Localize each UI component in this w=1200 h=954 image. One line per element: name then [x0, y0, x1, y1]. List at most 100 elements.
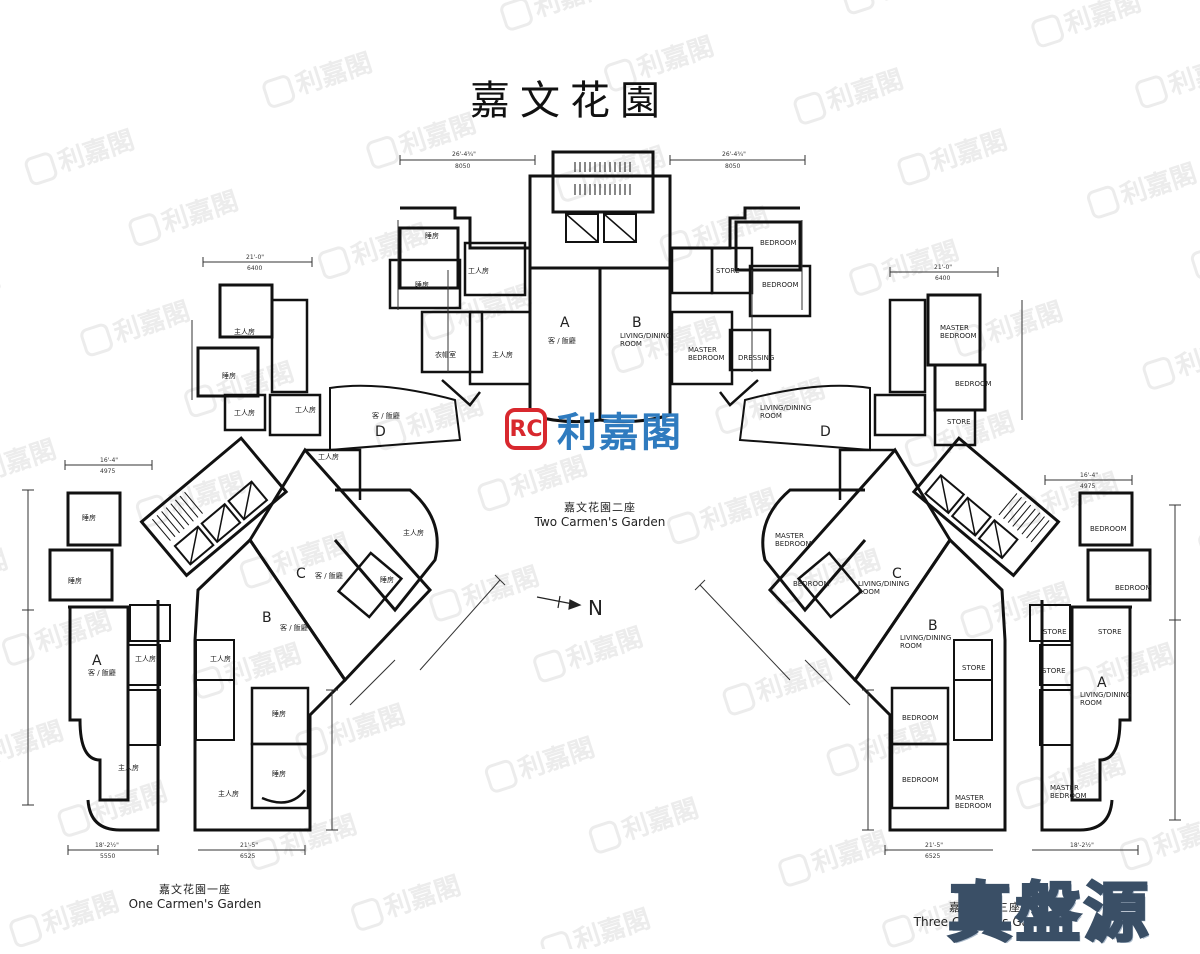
caption-zh: 嘉文花園一座	[159, 883, 231, 896]
dim-t2-right-ft: 26'-4¾"	[722, 151, 746, 158]
dim-t3-a-ft: 16'-4"	[1080, 472, 1098, 479]
brand-name: 利嘉閣	[557, 409, 683, 456]
room-label: MASTER	[775, 532, 804, 540]
room-label: 睡房	[222, 371, 236, 380]
north-label: N	[588, 596, 603, 620]
room-label: ROOM	[620, 340, 642, 348]
room-label: 睡房	[272, 709, 286, 718]
room-label: 客 / 飯廳	[88, 668, 116, 677]
caption-zh: 嘉文花園三座	[949, 901, 1021, 914]
authenticity-stamp: 真盤源	[947, 876, 1152, 953]
room-label: STORE	[716, 267, 740, 275]
room-label: 主人房	[118, 763, 139, 772]
room-label: 客 / 飯廳	[280, 623, 308, 632]
room-label: LIVING/DINING	[1080, 691, 1131, 699]
dim-t2-right-mm: 8050	[725, 163, 740, 170]
dim-t3-bl-mm: 6525	[925, 853, 940, 860]
room-label: 客 / 飯廳	[548, 336, 576, 345]
tower-two-core	[388, 150, 812, 424]
north-arrow-icon	[536, 595, 582, 610]
room-label: ROOM	[1080, 699, 1102, 707]
room-label: LIVING/DINING	[858, 580, 909, 588]
dim-t1-br-mm: 6525	[240, 853, 255, 860]
room-label: BEDROOM	[775, 540, 812, 548]
unit-label-t2-a: A	[560, 315, 570, 331]
room-label: 工人房	[210, 654, 231, 663]
tower-one-upper	[196, 283, 322, 437]
room-label: STORE	[947, 418, 971, 426]
dim-t1-top-ft: 21'-0"	[246, 254, 264, 261]
dim-t2-left-mm: 8050	[455, 163, 470, 170]
room-label: 睡房	[68, 576, 82, 585]
room-label: BEDROOM	[955, 802, 992, 810]
room-label: BEDROOM	[1050, 792, 1087, 800]
brand-badge-icon: RC	[505, 408, 547, 450]
unit-label-t2-b: B	[632, 315, 642, 331]
room-label: DRESSING	[738, 354, 774, 362]
dim-t1-a-ft: 16'-4"	[100, 457, 118, 464]
brand-logo: RC 利嘉閣	[505, 400, 683, 458]
dim-t1-top-mm: 6400	[247, 265, 262, 272]
dim-t2-left-ft: 26'-4¾"	[452, 151, 476, 158]
room-label: 睡房	[415, 280, 429, 289]
room-label: 睡房	[380, 575, 394, 584]
room-label: LIVING/DINING	[620, 332, 671, 340]
room-label: BEDROOM	[760, 239, 797, 247]
dim-t3-bl-ft: 21'-5"	[925, 842, 943, 849]
dim-t3-br-ft: 18'-2½"	[1070, 842, 1094, 849]
unit-label-t3-a: A	[1097, 675, 1107, 691]
room-label: STORE	[1042, 667, 1066, 675]
unit-label-t3-b: B	[928, 618, 938, 634]
room-label: STORE	[1098, 628, 1122, 636]
room-label: 主人房	[218, 789, 239, 798]
room-label: BEDROOM	[688, 354, 725, 362]
room-label: 主人房	[403, 528, 424, 537]
dim-t3-a-mm: 4975	[1080, 483, 1095, 490]
room-label: 睡房	[272, 769, 286, 778]
unit-label-t1-d: D	[375, 424, 386, 440]
page-title: 嘉文花園	[470, 78, 670, 124]
room-label: MASTER	[1050, 784, 1079, 792]
room-label: 客 / 飯廳	[372, 411, 400, 420]
tower-one-caption: 嘉文花園一座 One Carmen's Garden	[115, 882, 275, 912]
unit-label-t1-c: C	[296, 566, 306, 582]
room-label: STORE	[962, 664, 986, 672]
stair-icon	[574, 162, 631, 195]
room-label: STORE	[1043, 628, 1067, 636]
room-label: MASTER	[688, 346, 717, 354]
unit-label-t1-a: A	[92, 653, 102, 669]
room-label: BEDROOM	[793, 580, 830, 588]
room-label: LIVING/DINING	[900, 634, 951, 642]
room-label: BEDROOM	[1090, 525, 1127, 533]
room-label: 客 / 飯廳	[315, 571, 343, 580]
caption-en: Three Carmen's Garden	[913, 915, 1057, 929]
dim-t3-top-ft: 21'-0"	[934, 264, 952, 271]
room-label: 工人房	[318, 452, 339, 461]
room-label: 工人房	[135, 654, 156, 663]
tower-two-caption: 嘉文花園二座 Two Carmen's Garden	[520, 500, 680, 530]
room-label: MASTER	[955, 794, 984, 802]
room-label: ROOM	[760, 412, 782, 420]
room-label: BEDROOM	[940, 332, 977, 340]
room-label: 工人房	[468, 266, 489, 275]
room-label: 工人房	[234, 408, 255, 417]
room-label: 睡房	[425, 231, 439, 240]
room-label: 主人房	[234, 327, 255, 336]
caption-en: One Carmen's Garden	[128, 897, 262, 911]
unit-label-t3-d: D	[820, 424, 831, 440]
dim-t1-bl-ft: 18'-2½"	[95, 842, 119, 849]
dim-t1-br-ft: 21'-5"	[240, 842, 258, 849]
room-label: 主人房	[492, 350, 513, 359]
room-label: BEDROOM	[762, 281, 799, 289]
room-label: BEDROOM	[902, 776, 939, 784]
tower-one-core	[139, 436, 289, 578]
dimension-lines	[22, 155, 1181, 855]
unit-label-t1-b: B	[262, 610, 272, 626]
room-label: LIVING/DINING	[760, 404, 811, 412]
dim-t1-bl-mm: 5550	[100, 853, 115, 860]
room-label: MASTER	[940, 324, 969, 332]
dim-t1-a-mm: 4975	[100, 468, 115, 475]
room-label: BEDROOM	[902, 714, 939, 722]
room-label: 衣帽室	[435, 350, 456, 359]
